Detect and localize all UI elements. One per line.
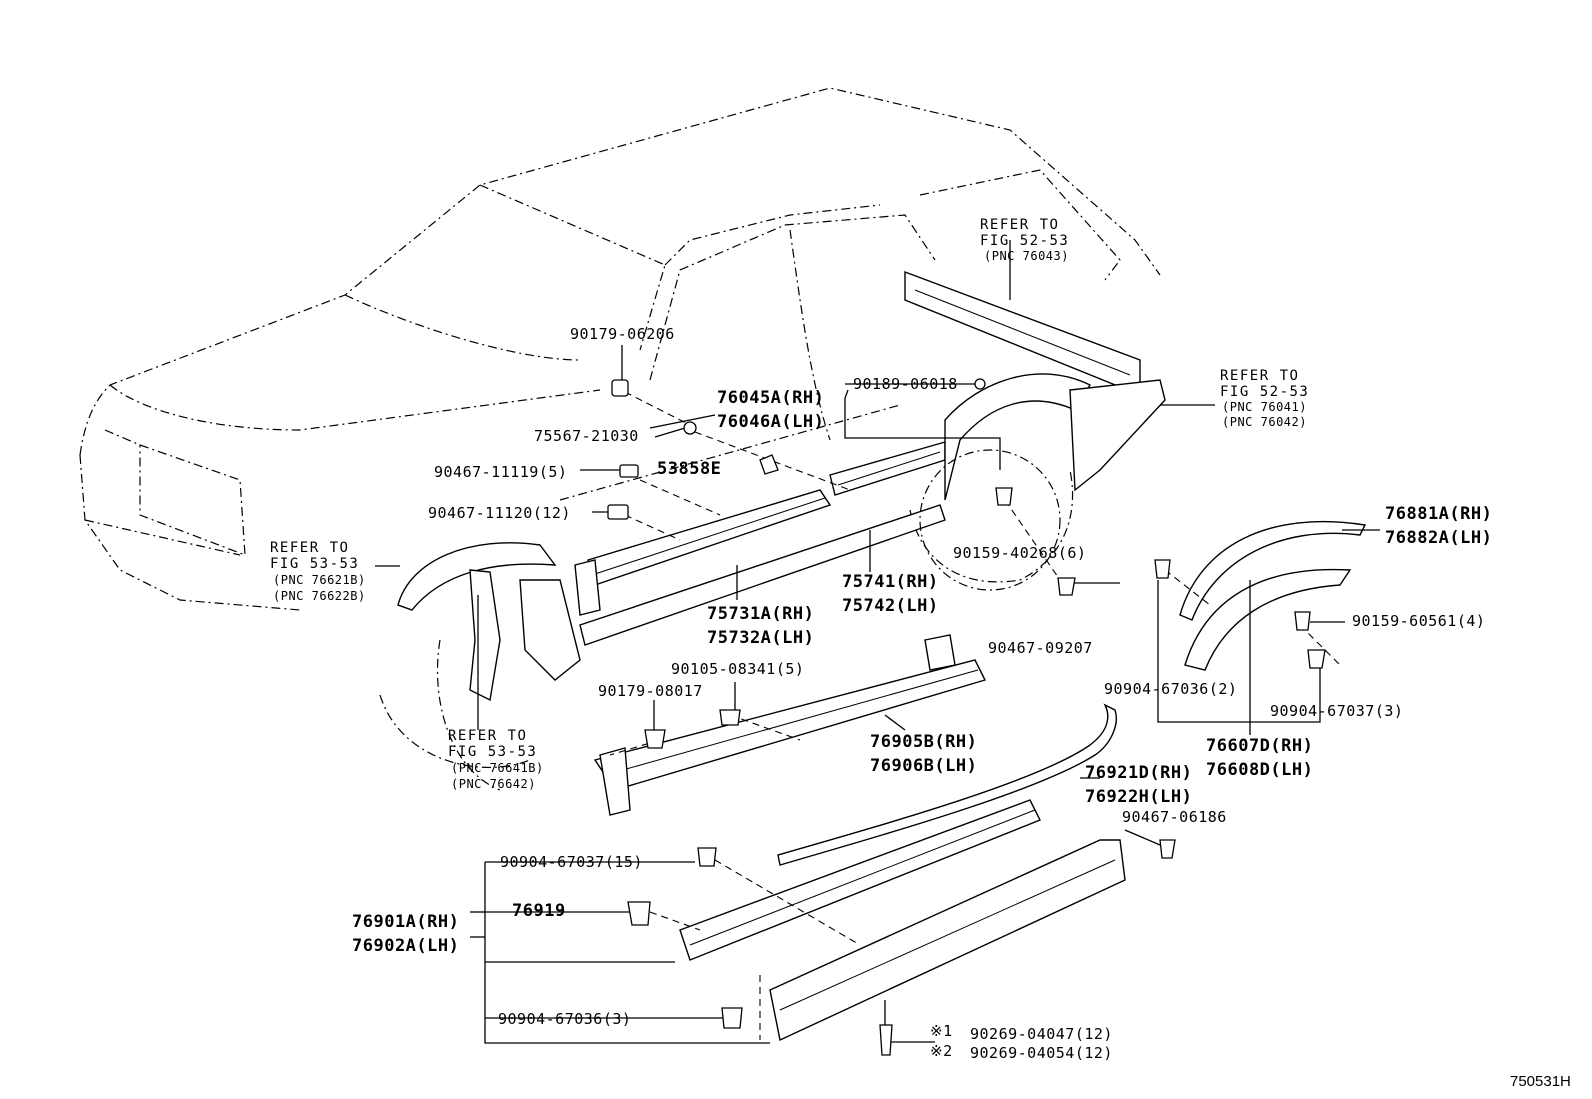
ref-mudguard-pnc1: (PNC 76641B) [451,761,544,775]
part-label: 90467-09207 [988,639,1093,657]
part-label: 90179-08017 [598,682,703,700]
part-label: 76919 [512,901,566,921]
front-fender-flare [397,542,557,611]
rocker-panel [579,504,946,646]
rear-fender-flare [1069,379,1166,492]
part-label: 76046A(LH) [717,412,825,432]
part-label: 75741(RH) [842,572,939,592]
note-marker-2: ※2 [930,1042,953,1060]
ref-front-flare-pnc1: (PNC 76621B) [273,573,366,587]
part-label: 76881A(RH) [1385,504,1493,524]
ref-front-flare-line2: FIG 53-53 [270,556,360,572]
part-label: 76905B(RH) [870,732,978,752]
part-label: 90159-40268(6) [953,544,1087,562]
part-label: 90467-06186 [1122,808,1227,826]
part-label: 90904-67036(2) [1104,680,1238,698]
part-label: 90179-06206 [570,325,675,343]
step-moulding [777,703,1117,866]
part-label: 76902A(LH) [352,936,460,956]
assembly-lines [609,391,1341,1040]
ref-front-flare-pnc2: (PNC 76622B) [273,589,366,603]
ref-roof-line1: REFER TO [980,217,1060,233]
part-label: 90189-06018 [853,375,958,393]
running-board [679,799,1041,961]
part-label: 76882A(LH) [1385,528,1493,548]
fasteners [607,378,1326,1056]
ref-front-flare-line1: REFER TO [270,540,350,556]
diagram-code: 750531H [1510,1073,1571,1090]
ref-roof-pnc: (PNC 76043) [984,249,1069,263]
ref-mudguard-pnc2: (PNC 76642) [451,777,536,791]
part-label: 90904-67037(3) [1270,702,1404,720]
rear-wheel-arch [1184,568,1352,671]
part-label: 76901A(RH) [352,912,460,932]
part-label: 76045A(RH) [717,388,825,408]
part-label: 90904-67036(3) [498,1010,632,1028]
ref-rear-fender-line2: FIG 52-53 [1220,384,1310,400]
part-label: 90269-04047(12) [970,1025,1113,1043]
ref-mudguard-line2: FIG 53-53 [448,744,538,760]
part-label: 75732A(LH) [707,628,815,648]
ref-rear-fender-pnc1: (PNC 76041) [1222,400,1307,414]
part-label: 90904-67037(15) [500,853,643,871]
part-label: 76922H(LH) [1085,787,1193,807]
part-label: 76607D(RH) [1206,736,1314,756]
part-label: 76906B(LH) [870,756,978,776]
part-label: 53858E [657,459,722,479]
part-label: 90269-04054(12) [970,1044,1113,1062]
part-label: 90159-60561(4) [1352,612,1486,630]
part-label: 90467-11119(5) [434,463,568,481]
ref-rear-fender-line1: REFER TO [1220,368,1300,384]
part-label: 75731A(RH) [707,604,815,624]
front-mudguard [469,569,501,702]
part-label: 90467-11120(12) [428,504,571,522]
ref-roof-line2: FIG 52-53 [980,233,1070,249]
part-label: 75567-21030 [534,427,639,445]
part-label: 76608D(LH) [1206,760,1314,780]
part-label: 76921D(RH) [1085,763,1193,783]
part-label: 75742(LH) [842,596,939,616]
front-splash-shield [519,579,581,681]
note-marker-1: ※1 [930,1022,953,1040]
part-label: 90105-08341(5) [671,660,805,678]
rear-wheel-liner [944,373,1091,501]
ref-rear-fender-pnc2: (PNC 76042) [1222,415,1307,429]
ref-mudguard-line1: REFER TO [448,728,528,744]
